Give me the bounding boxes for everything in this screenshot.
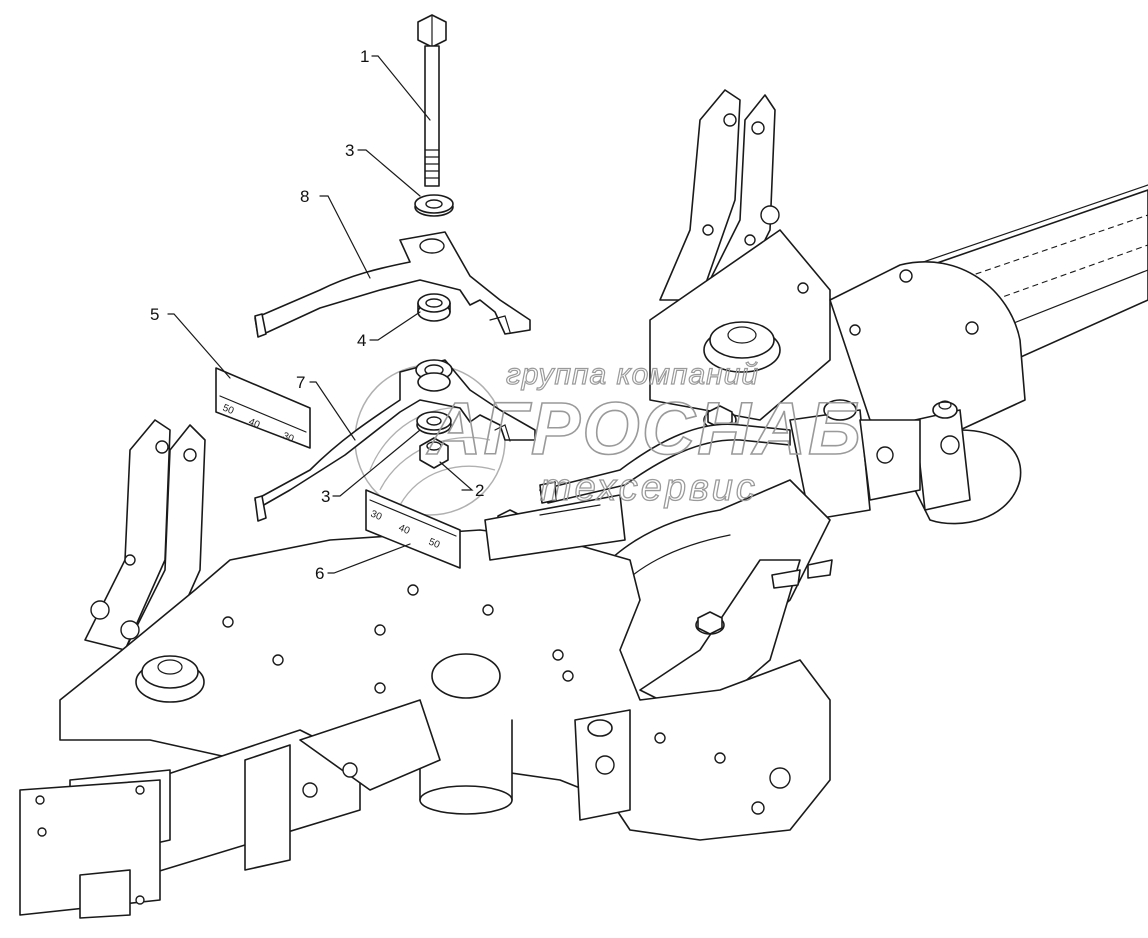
part-7-pointer xyxy=(254,359,536,522)
part-5-scale-plate: 50 40 30 xyxy=(215,367,311,449)
center-post xyxy=(419,719,513,815)
part-6-scale-plate: 30 40 50 xyxy=(365,489,461,569)
scale-6-tick-2: 40 xyxy=(397,523,412,538)
callout-5: 5 xyxy=(150,305,159,324)
end-flange xyxy=(19,769,171,919)
callout-8: 8 xyxy=(300,187,309,206)
callout-3-lower: 3 xyxy=(321,487,330,506)
callout-7: 7 xyxy=(296,373,305,392)
scale-6-tick-1: 30 xyxy=(369,509,384,524)
watermark-line1: группа компаний xyxy=(506,358,759,391)
right-linkage xyxy=(703,399,921,521)
callout-4: 4 xyxy=(357,331,366,350)
scale-5-tick-1: 50 xyxy=(221,403,236,418)
part-4-bushing xyxy=(417,293,451,322)
callout-6: 6 xyxy=(315,564,324,583)
part-2-nut xyxy=(419,437,449,469)
part-1-bolt xyxy=(417,14,447,187)
scale-5-tick-3: 30 xyxy=(281,431,296,446)
callout-labels: 1 2 3 3 4 5 6 7 8 xyxy=(150,47,484,583)
callout-leaders xyxy=(167,55,474,574)
right-bracket xyxy=(649,89,861,421)
center-arm xyxy=(573,479,833,721)
base-plate xyxy=(59,529,831,841)
part-3-washer-lower xyxy=(416,411,452,435)
part-8-pointer xyxy=(254,231,531,338)
callout-2: 2 xyxy=(475,481,484,500)
watermark-line3: техсервис xyxy=(540,467,758,509)
watermark-line2: АГРОСНАБ xyxy=(426,387,863,470)
scale-5-tick-2: 40 xyxy=(247,417,262,432)
watermark: группа компаний АГРОСНАБ техсервис xyxy=(425,357,863,509)
right-round-plate xyxy=(829,261,1026,525)
callout-1: 1 xyxy=(360,47,369,66)
base-bolt xyxy=(484,494,626,561)
part-3-washer-top xyxy=(414,194,454,217)
installed-pointer xyxy=(539,423,791,504)
scale-6-tick-3: 50 xyxy=(427,537,442,552)
callout-3-upper: 3 xyxy=(345,141,354,160)
